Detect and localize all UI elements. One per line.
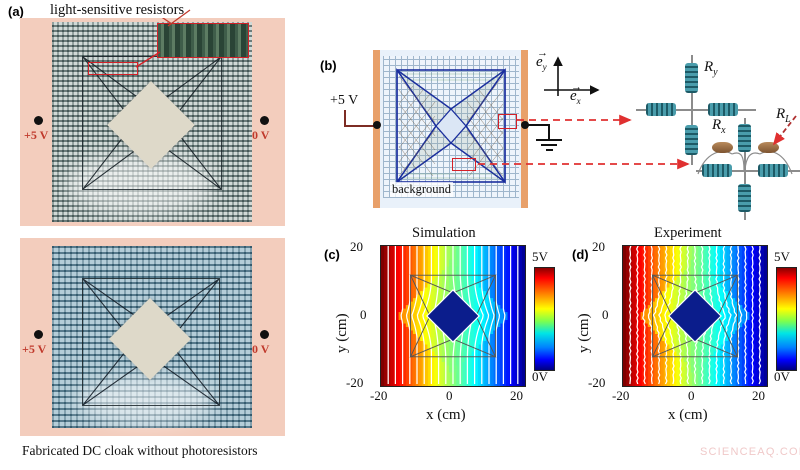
background-label: background	[390, 182, 454, 197]
panel-c-xtick-right: 20	[510, 388, 523, 403]
unit-vector-svg	[544, 56, 600, 96]
panel-c-ytick-top: 20	[350, 239, 363, 254]
callout-box-upper	[498, 114, 517, 129]
cloak-schematic	[396, 67, 506, 185]
panel-d-field-map	[622, 245, 768, 387]
resistor-cross-photoresistor-cell: RL	[692, 106, 800, 220]
resistor-ry-top-2	[738, 124, 751, 152]
panel-c-title: Simulation	[412, 225, 476, 241]
panel-d-ylabel: y (cm)	[576, 313, 592, 353]
panel-a-caption: Fabricated DC cloak without photoresisto…	[22, 443, 258, 458]
source-terminal-dot	[373, 121, 381, 129]
photo-cloak-without-photoresistors: +5 V 0 V	[20, 238, 285, 436]
resistor-ry-top	[685, 63, 698, 93]
panel-d-ytick-bottom: -20	[588, 375, 606, 390]
unit-vector-x-label: → ex	[570, 81, 582, 106]
unit-vector-y-label: → ey	[536, 47, 548, 72]
source-wire-vertical	[344, 110, 346, 127]
panel-d-xtick-left: -20	[612, 388, 630, 403]
photo-glare-top	[66, 154, 216, 214]
panel-c-colorbar	[534, 267, 555, 371]
resistor-rx-left-2	[702, 164, 732, 177]
panel-c-xtick-left: -20	[370, 388, 388, 403]
cloak-star-bottom	[83, 279, 219, 405]
panel-c: (c) Simulation y (cm) 20 0 -20 -20 0 20 …	[322, 225, 567, 440]
panel-c-xtick-mid: 0	[446, 388, 453, 403]
panel-c-label: (c)	[324, 247, 340, 262]
ground-terminal-dot	[521, 121, 529, 129]
watermark: SCIENCEAQ.COM	[700, 446, 800, 458]
electrode-dot-left-bottom	[34, 330, 43, 339]
unit-vector-axes: → ey → ex	[536, 47, 606, 110]
rl-pointer-arrow	[772, 115, 797, 146]
inset-source-region	[88, 62, 138, 75]
panel-a-label: (a)	[8, 4, 24, 19]
panel-c-field-map	[380, 245, 526, 387]
ground-icon	[536, 139, 562, 153]
panel-d-colorbar-max: 5V	[774, 249, 790, 264]
resistor-rx-right-2	[758, 164, 788, 177]
voltage-label-right-bottom: 0 V	[252, 342, 270, 356]
voltage-label-right-top: 0 V	[252, 128, 270, 142]
panel-c-ytick-bottom: -20	[346, 375, 364, 390]
voltage-label-left-bottom: +5 V	[22, 342, 47, 356]
panel-c-xlabel: x (cm)	[426, 407, 466, 423]
callout-arrow-upper	[517, 114, 632, 126]
panel-b-voltage-source-label: +5 V	[330, 93, 359, 108]
photoresistor-left	[712, 142, 733, 153]
resistor-grid-background	[383, 56, 519, 198]
electrode-dot-left-top	[34, 116, 43, 125]
resistor-rx-right	[708, 103, 738, 116]
resistor-ry-label: Ry	[704, 59, 718, 78]
panel-d-xlabel: x (cm)	[668, 407, 708, 423]
annotation-leader-line	[167, 9, 191, 27]
lead-horizontal	[636, 109, 756, 111]
circuit-board-inset	[157, 23, 249, 58]
ground-wire-horizontal	[528, 124, 550, 126]
panel-d-ytick-top: 20	[592, 239, 605, 254]
panel-b-label: (b)	[320, 58, 337, 73]
resistor-cross-unit-cell: Ry Rx	[636, 55, 756, 165]
panel-d-xtick-mid: 0	[688, 388, 695, 403]
panel-d-ytick-mid: 0	[602, 307, 609, 322]
electrode-dot-right-top	[260, 116, 269, 125]
callout-box-lower	[452, 158, 476, 171]
electrode-dot-right-bottom	[260, 330, 269, 339]
electrode-right	[521, 50, 528, 208]
photo-cloak-with-photoresistors: +5 V 0 V	[20, 18, 285, 226]
inset-leader-lines	[135, 18, 173, 68]
panel-c-colorbar-max: 5V	[532, 249, 548, 264]
resistor-ry-bottom-2	[738, 184, 751, 212]
ground-wire-vertical	[548, 124, 550, 140]
panel-d: (d) Experiment y (cm) 20 0 -20 -20 0 20 …	[572, 225, 800, 440]
voltage-label-left-top: +5 V	[24, 128, 49, 142]
photoresistor-arc-leads	[697, 150, 793, 175]
panel-d-xtick-right: 20	[752, 388, 765, 403]
panel-c-ylabel: y (cm)	[334, 313, 350, 353]
panel-d-title: Experiment	[654, 225, 722, 241]
light-sensitive-resistors-annotation: light-sensitive resistors	[50, 2, 185, 18]
callout-arrow-lower	[478, 158, 690, 170]
panel-c-colorbar-min: 0V	[532, 369, 548, 384]
source-wire-horizontal	[344, 125, 378, 127]
cloak-boundary-bottom	[82, 278, 220, 406]
photoresistor-right	[758, 142, 779, 153]
cloak-star-top	[83, 57, 221, 189]
panel-c-ytick-mid: 0	[360, 307, 367, 322]
electrode-left	[373, 50, 380, 208]
resistor-rx-label: Rx	[712, 117, 726, 136]
panel-d-colorbar	[776, 267, 797, 371]
resistor-rl-label: RL	[776, 106, 791, 125]
lead-horizontal-2	[696, 170, 800, 172]
resistor-ry-bottom	[685, 125, 698, 155]
panel-d-colorbar-min: 0V	[774, 369, 790, 384]
resistor-rx-left	[646, 103, 676, 116]
panel-d-label: (d)	[572, 247, 589, 262]
